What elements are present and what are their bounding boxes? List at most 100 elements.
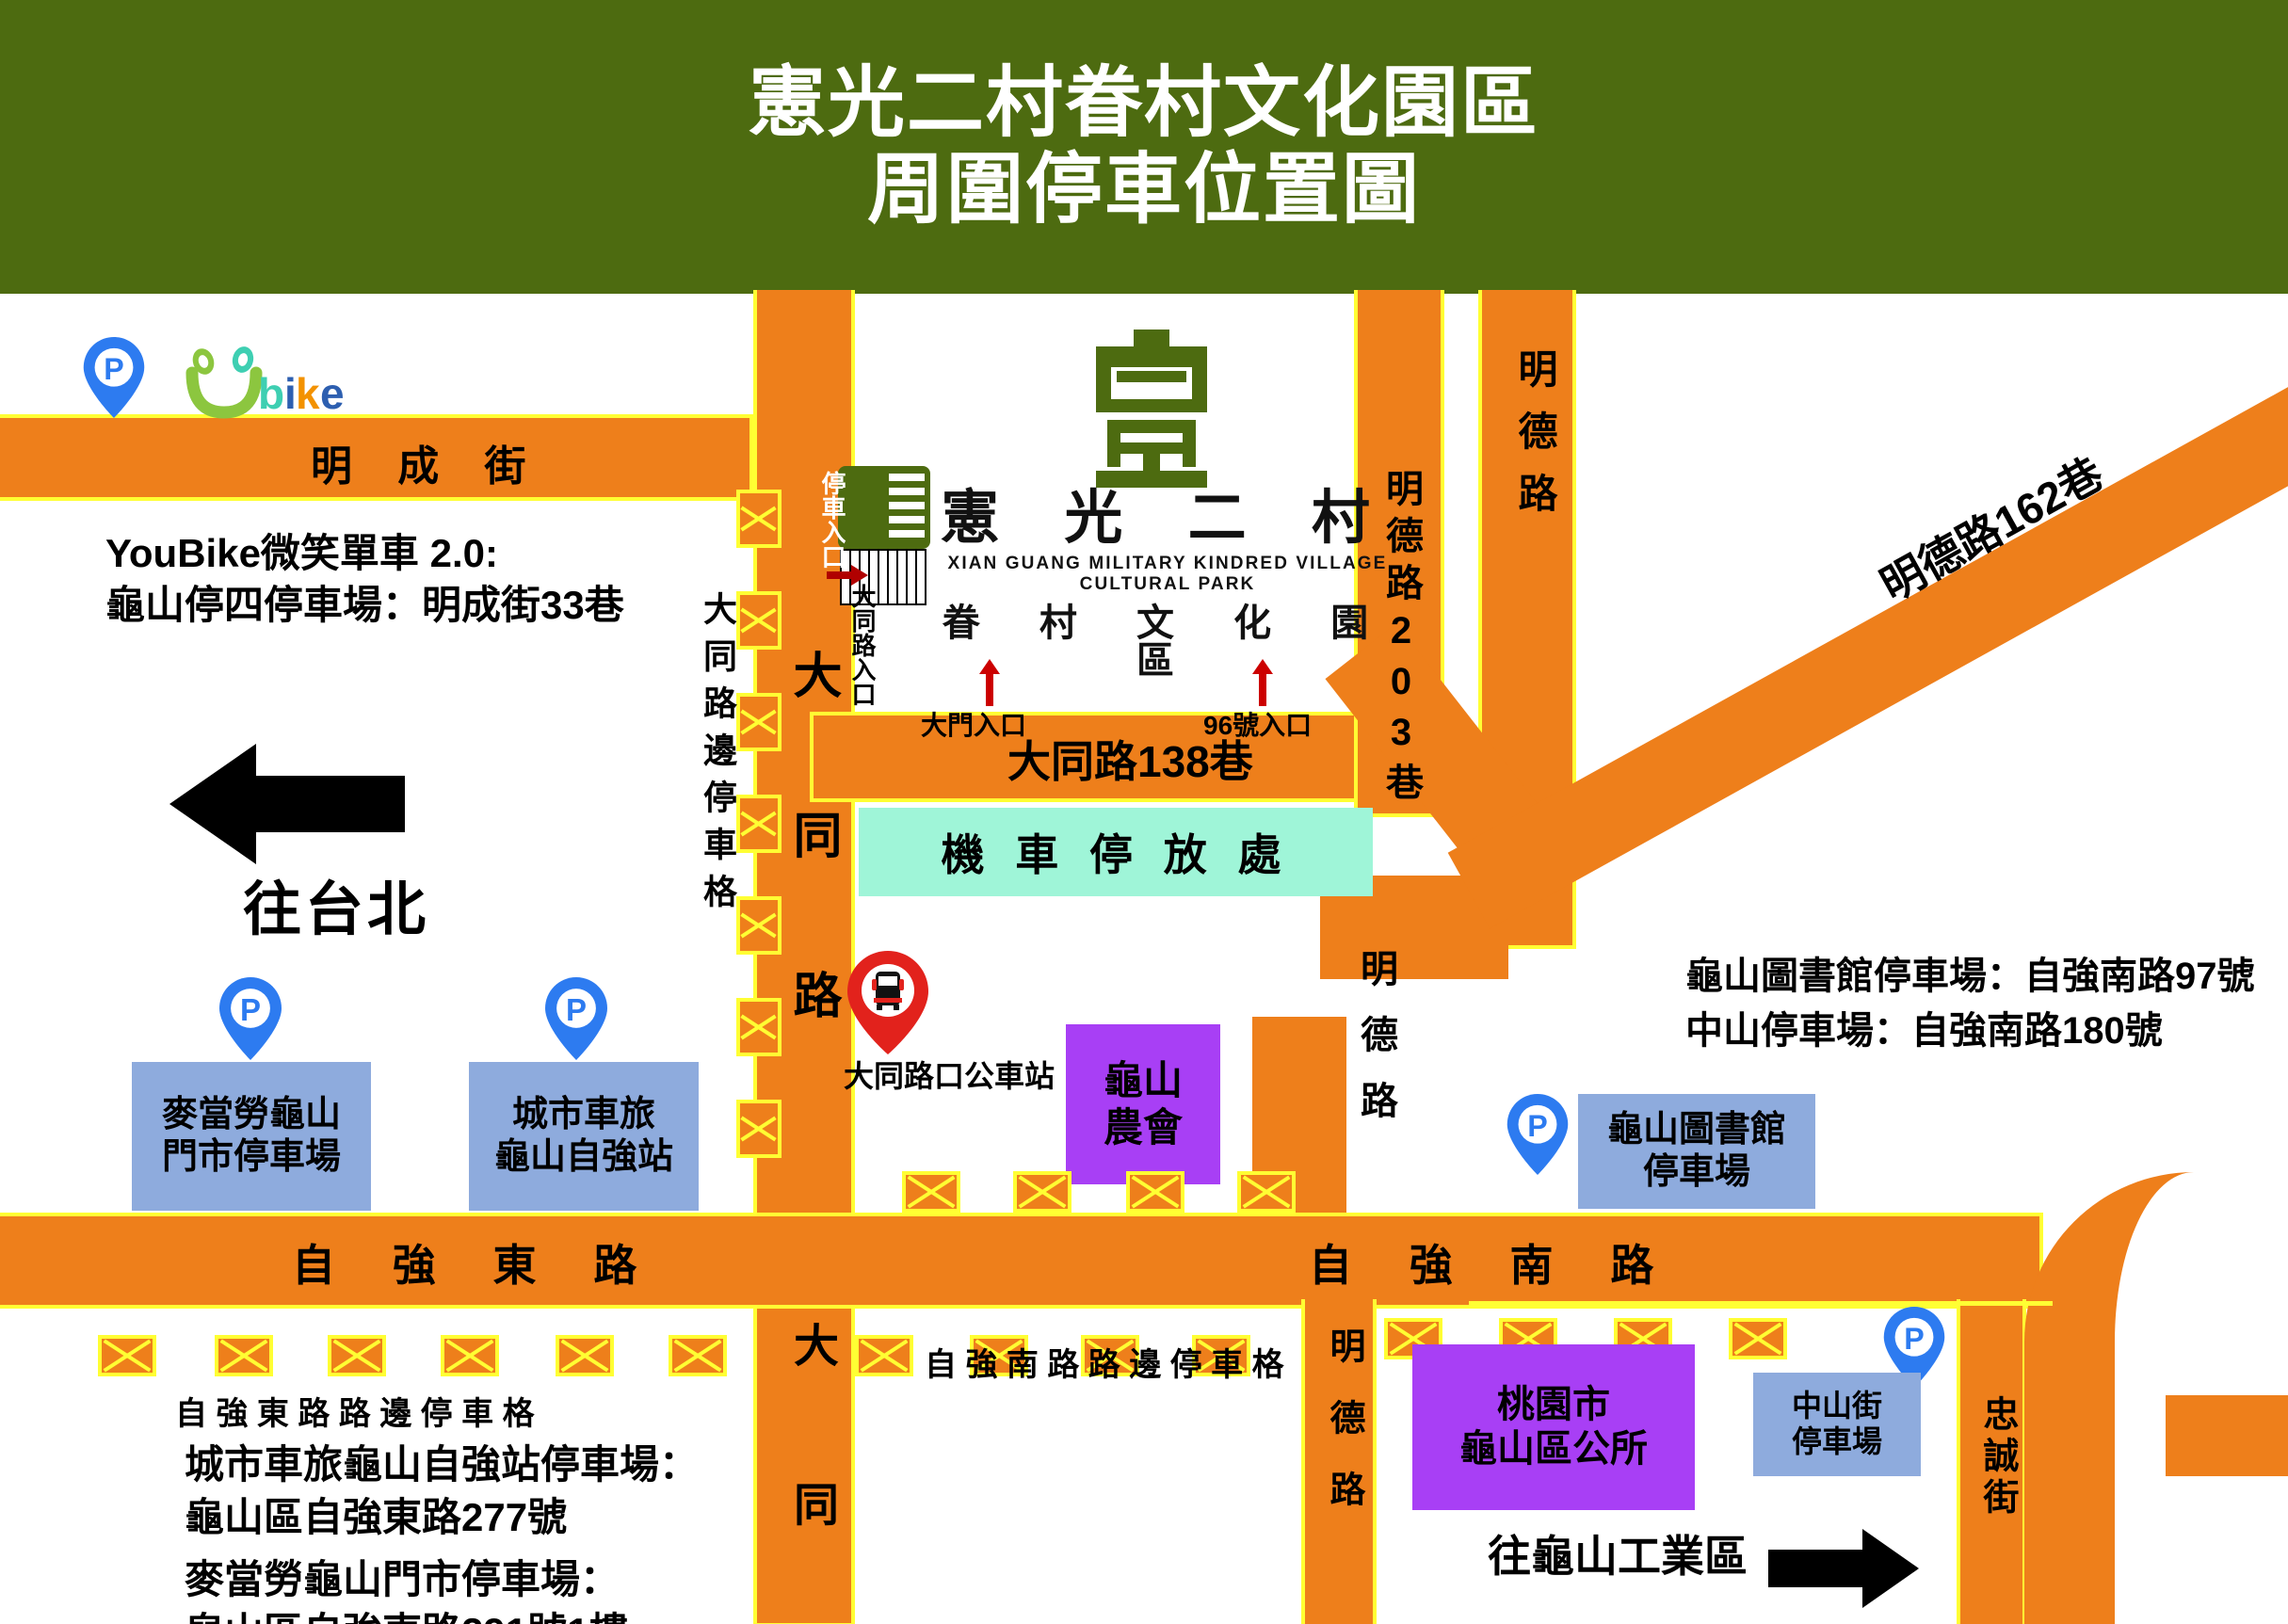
parking-stall [441,1335,499,1376]
parking-stall [736,591,781,650]
city-inn-address-line-1: 城市車旅龜山自強站停車場： [185,1442,700,1487]
road-label-datong-road-lower: 大 同 路 [786,1322,836,1624]
library-parking-box[interactable]: 龜山圖書館 停車場 [1578,1094,1815,1209]
farmers-association-line-2: 農會 [1103,1105,1183,1150]
parking-stall [98,1335,156,1376]
mcdonalds-parking-line-2: 門市停車場 [161,1137,341,1177]
parking-pin-city-inn[interactable]: P [544,977,608,1060]
district-office-block[interactable]: 桃園市 龜山區公所 [1412,1344,1695,1510]
parking-stall [1729,1318,1787,1359]
youbike-info-title: YouBike微笑單車 2.0: [105,531,498,575]
mcdonalds-parking-line-1: 麥當勞龜山 [161,1095,341,1135]
road-east-stub [2166,1395,2288,1476]
road-label-zhongcheng-street: 忠誠街 [1977,1395,2017,1519]
datong-roadside-stalls-label: 大同路邊停車格 [699,591,737,921]
parking-stall [328,1335,386,1376]
parking-pin-youbike[interactable]: P [83,337,145,418]
library-parking-line-2: 停車場 [1642,1152,1750,1192]
to-guishan-arrow-icon [1768,1529,1919,1613]
parking-pin-mcdonalds[interactable]: P [218,977,282,1060]
district-office-line-1: 桃園市 [1497,1383,1610,1425]
gate-96-arrow-icon [1252,659,1273,711]
city-inn-parking-box[interactable]: 城市車旅 龜山自強站 [469,1062,699,1211]
library-parking-line-1: 龜山圖書館 [1606,1110,1786,1150]
bus-stop-label: 大同路口公車站 [844,1059,1055,1093]
map-title-line-2: 周圍停車位置圖 [866,147,1421,233]
parking-stall [1081,1335,1139,1376]
road-ziqiang-east-south [0,1213,2043,1309]
parking-pin-library[interactable]: P [1507,1094,1569,1175]
ziqiang-south-roadside-label: 自 強 南 路 路 邊 停 車 格 [925,1347,1284,1383]
parking-stall [1237,1171,1296,1213]
parking-stall [669,1335,727,1376]
library-parking-address: 龜山圖書館停車場：自強南路97號 [1685,956,2255,997]
village-datong-entrance-label: 大同路入口 [848,584,877,706]
mcdonalds-address-line-2: 龜山區自強東路291號1樓 [185,1606,628,1624]
parking-stall [556,1335,614,1376]
main-gate-arrow-icon [979,659,1000,711]
city-inn-line-1: 城市車旅 [511,1095,655,1135]
farmers-association-block[interactable]: 龜山 農會 [1066,1024,1220,1184]
svg-text:e: e [320,369,345,418]
parking-stall [855,1335,913,1376]
zhongshan-parking-box[interactable]: 中山街 停車場 [1753,1373,1921,1476]
parking-stall [736,490,781,548]
village-parking-entrance-label: 停車入口 [818,471,846,569]
parking-stall [215,1335,273,1376]
road-label-ziqiang-south-road: 自 強 南 路 [1309,1241,1677,1290]
motorcycle-parking-area[interactable]: 機 車 停 放 處 [859,808,1373,896]
road-label-mingde-road-diagonal: 明德路 [1355,949,1396,1147]
road-label-mingde-road-north: 明德路 [1513,348,1557,535]
mcdonalds-parking-box[interactable]: 麥當勞龜山 門市停車場 [132,1062,371,1211]
svg-text:P: P [1527,1109,1548,1143]
youbike-logo: b i k e [168,346,356,422]
title-banner: 憲光二村眷村文化園區 周圍停車位置圖 [0,0,2288,294]
map-title-line-1: 憲光二村眷村文化園區 [748,60,1539,147]
farmers-association-line-1: 龜山 [1103,1058,1183,1103]
parking-stall [1013,1171,1071,1213]
svg-text:P: P [240,992,261,1027]
svg-text:P: P [104,352,124,386]
road-label-ming-cheng-street: 明 成 街 [311,443,543,490]
parking-pin-zhongshan[interactable]: P [1883,1307,1945,1388]
road-ming-cheng-street [0,414,753,501]
gate-96-label: 96號入口 [1203,711,1313,740]
zhongshan-parking-address: 中山停車場：自強南路180號 [1685,1010,2163,1052]
parking-stall [736,795,781,853]
svg-text:b: b [258,369,284,418]
ziqiang-east-roadside-label: 自 強 東 路 路 邊 停 車 格 [175,1396,535,1432]
mcdonalds-address-line-1: 麥當勞龜山門市停車場： [185,1557,620,1601]
bus-stop-pin[interactable] [847,951,928,1054]
youbike-info-detail: 龜山停四停車場：明成街33巷 [105,583,624,627]
parking-stall [736,693,781,751]
village-name-cn: 憲 光 二 村 [941,486,1394,551]
district-office-line-2: 龜山區公所 [1459,1428,1648,1470]
svg-text:k: k [296,369,320,418]
road-label-mingde-lane-203: 明德路203巷 [1380,469,1422,810]
road-label-mingde-road-south: 明德路 [1324,1327,1363,1542]
to-guishan-industrial-label: 往龜山工業區 [1488,1532,1748,1581]
parking-stall [902,1171,960,1213]
motorcycle-parking-label: 機 車 停 放 處 [941,830,1291,879]
zhongshan-parking-line-2: 停車場 [1791,1424,1882,1458]
parking-stall [1192,1335,1250,1376]
to-taipei-arrow-icon [169,744,405,869]
village-name-cn-sub: 眷 村 文 化 園 區 [942,603,1394,682]
datong-entrance-arrow-icon [827,565,868,590]
parking-stall [736,998,781,1056]
parking-stall [1126,1171,1184,1213]
to-taipei-label: 往台北 [243,877,430,942]
road-edge-line [1469,1301,2053,1306]
main-gate-label: 大門入口 [921,711,1027,740]
village-name-en: XIAN GUANG MILITARY KINDRED VILLAGE CULT… [947,554,1388,594]
road-label-ziqiang-east-road: 自 強 東 路 [292,1241,660,1290]
parking-stall [736,1100,781,1158]
road-label-datong-road-upper: 大 同 路 [785,650,840,1047]
svg-text:P: P [566,992,587,1027]
road-mingde-road-south [1301,1299,1377,1624]
road-datong-lane-138 [810,712,1412,802]
village-name-block: 憲 光 二 村 XIAN GUANG MILITARY KINDRED VILL… [904,486,1431,682]
city-inn-address-line-2: 龜山區自強東路277號 [185,1495,568,1539]
parking-stall [970,1335,1028,1376]
